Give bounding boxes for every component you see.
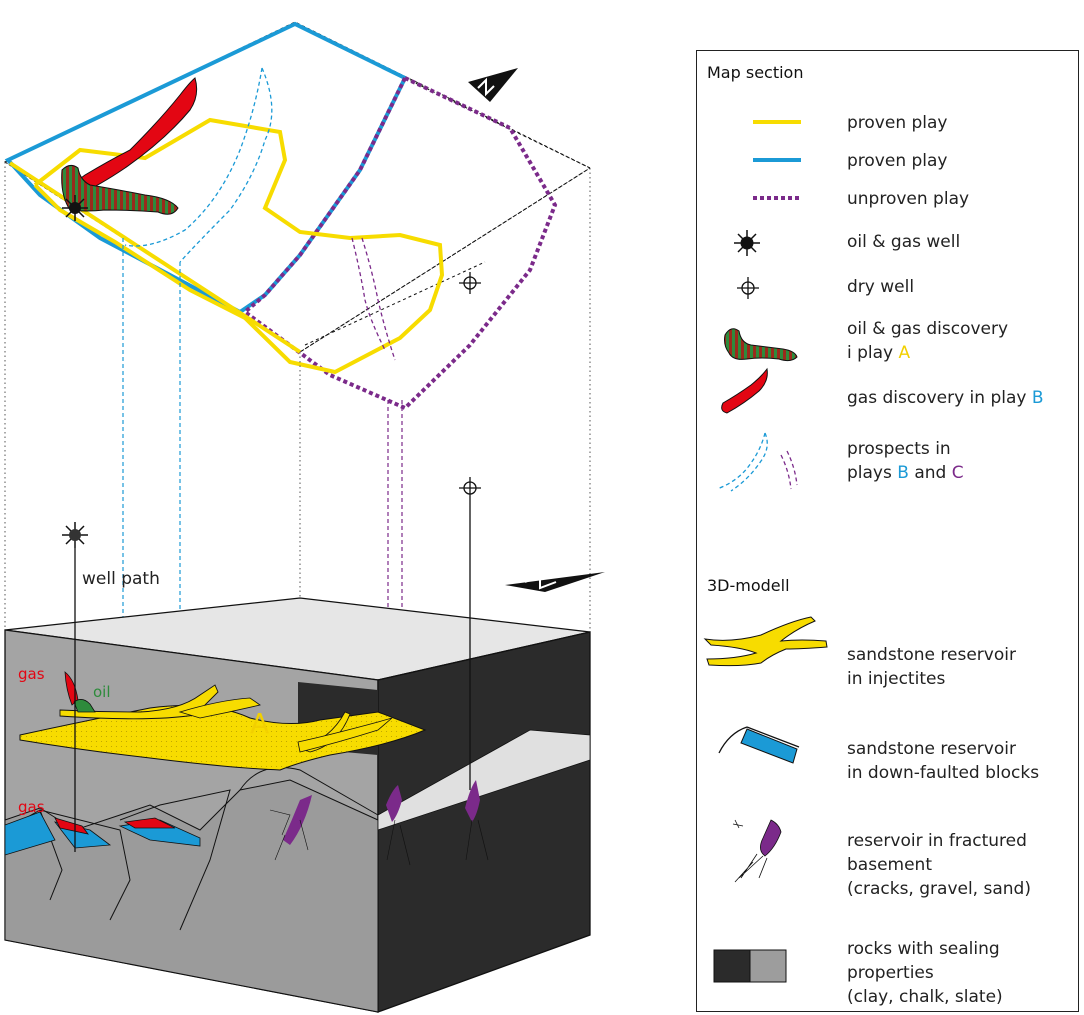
oil-label: oil [93,683,111,701]
yellow-play-outline [33,117,445,375]
block-model [4,477,605,1013]
fractured-basement-icon [732,819,782,883]
purple-play-outline [243,76,558,411]
legend-map-title: Map section [707,63,804,82]
legend-oil-gas-well: oil & gas well [847,232,961,252]
purple-prospect [351,237,396,361]
legend-down-faulted: sandstone reservoir in down-faulted bloc… [847,739,1040,783]
dry-well-icon [737,277,759,299]
gas-label-bottom: gas [18,798,45,816]
prospects-icon [716,432,798,492]
legend-dry-well: dry well [847,277,915,297]
gas-label-top: gas [18,665,45,683]
play-a-label: A [250,707,269,740]
down-faulted-reservoir-1 [4,811,56,856]
oil-pocket [73,699,96,713]
injectite-reservoir [19,705,427,771]
oil-gas-well-section-icon [62,522,88,852]
legend-model-title: 3D-modell [707,576,790,595]
well-path-label: well path [82,569,160,589]
legend-fractured-basement: reservoir in fractured basement (cracks,… [847,831,1031,899]
down-faulted-icon [718,726,800,764]
legend-proven-play-blue: proven play [847,151,948,171]
sealing-rocks-icon [713,949,787,983]
north-arrow-top-icon [468,68,518,102]
dry-well-map-icon [459,272,481,294]
map-section [3,21,592,411]
proven-play-blue-icon [753,158,801,162]
blue-prospect [124,67,273,263]
legend-panel: Map section proven play proven play unpr… [696,50,1079,1012]
block-right-face [377,631,591,1013]
oil-gas-well-icon [734,230,760,256]
legend-proven-play-yellow: proven play [847,113,948,133]
oil-gas-discovery-icon [724,328,798,362]
gas-discovery-icon [721,367,768,414]
legend-unproven-play: unproven play [847,189,970,209]
geology-diagram: well path gas oil gas A [3,21,605,1013]
oil-gas-well-map-icon [62,195,88,221]
proven-play-yellow-icon [753,120,801,124]
north-arrow-mid-icon [505,572,605,592]
legend-oil-gas-discovery: oil & gas discovery i play A [847,319,1009,363]
legend-injectite: sandstone reservoir in injectites [847,645,1016,689]
legend-sealing-rocks: rocks with sealing properties (clay, cha… [847,939,1003,1007]
unproven-play-icon [753,196,801,200]
legend-prospects: prospects in plays B and C [847,439,964,483]
dry-well-section-icon [459,477,481,790]
fractured-basement [269,780,489,866]
injectite-icon [703,616,828,667]
legend-gas-discovery: gas discovery in play B [847,388,1044,408]
